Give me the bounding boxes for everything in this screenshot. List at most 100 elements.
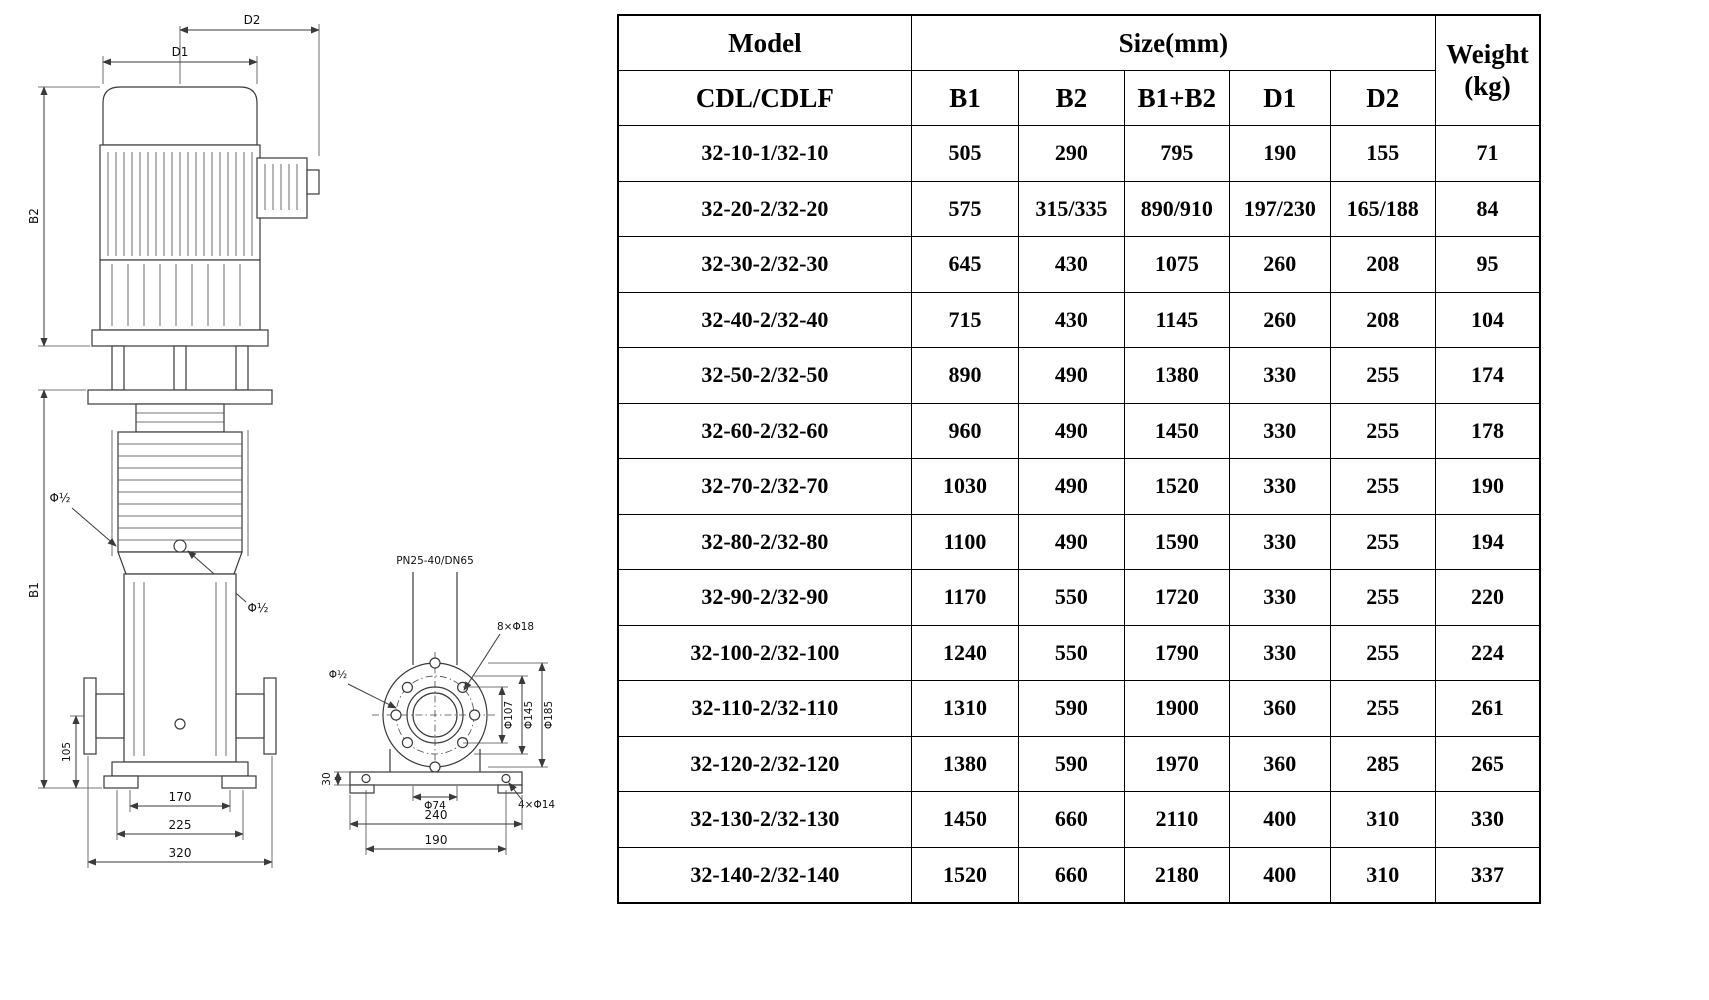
value-cell: 1970 xyxy=(1123,735,1231,792)
base-holes-label: 4×Φ14 xyxy=(518,799,555,811)
value-cell: 197/230 xyxy=(1229,180,1331,237)
flange-face xyxy=(372,652,498,780)
discharge-flange xyxy=(263,677,277,755)
base-dimensions: 30 Φ74 4×Φ14 240 190 xyxy=(321,771,555,855)
value-cell: 260 xyxy=(1229,291,1331,348)
value-cell: 890/910 xyxy=(1123,180,1231,237)
value-cell: 190 xyxy=(1434,458,1541,515)
value-cell: 2110 xyxy=(1123,791,1231,848)
dim-b1-label: B1 xyxy=(27,582,41,598)
header-col-b1b2: B1+B2 xyxy=(1123,70,1231,126)
dim-170-label: 170 xyxy=(169,790,192,804)
header-col-b1: B1 xyxy=(910,70,1020,126)
value-cell: 261 xyxy=(1434,680,1541,737)
value-cell: 255 xyxy=(1329,513,1436,570)
value-cell: 255 xyxy=(1329,624,1436,681)
value-cell: 590 xyxy=(1018,680,1125,737)
value-cell: 330 xyxy=(1229,347,1331,404)
drain-port xyxy=(174,718,186,730)
value-cell: 400 xyxy=(1229,791,1331,848)
value-cell: 315/335 xyxy=(1018,180,1125,237)
value-cell: 490 xyxy=(1018,347,1125,404)
value-cell: 1145 xyxy=(1123,291,1231,348)
value-cell: 490 xyxy=(1018,402,1125,459)
dia-bore-label: Φ74 xyxy=(424,800,446,812)
value-cell: 430 xyxy=(1018,291,1125,348)
motor xyxy=(91,86,320,347)
value-cell: 1900 xyxy=(1123,680,1231,737)
value-cell: 1380 xyxy=(910,735,1020,792)
value-cell: 490 xyxy=(1018,458,1125,515)
header-model-sub: CDL/CDLF xyxy=(617,70,912,126)
value-cell: 1030 xyxy=(910,458,1020,515)
value-cell: 2180 xyxy=(1123,846,1231,904)
value-cell: 1450 xyxy=(910,791,1020,848)
dim-d1-label: D1 xyxy=(172,45,189,59)
value-cell: 330 xyxy=(1434,791,1541,848)
value-cell: 208 xyxy=(1329,291,1436,348)
technical-drawing-panel: Φ½ Φ½ xyxy=(0,0,615,1000)
model-cell: 32-80-2/32-80 xyxy=(617,513,912,570)
value-cell: 330 xyxy=(1229,458,1331,515)
header-weight-line1: Weight xyxy=(1446,39,1529,70)
value-cell: 310 xyxy=(1329,791,1436,848)
header-row-1: Model Size(mm) Weight (kg) xyxy=(617,14,1541,126)
model-cell: 32-120-2/32-120 xyxy=(617,735,912,792)
bolt-hole xyxy=(469,709,481,721)
pump-technical-drawing: Φ½ Φ½ xyxy=(27,13,555,868)
model-cell: 32-130-2/32-130 xyxy=(617,791,912,848)
header-col-b2: B2 xyxy=(1018,70,1125,126)
coupling-lantern xyxy=(87,345,273,433)
vent-port xyxy=(173,539,187,553)
value-cell: 360 xyxy=(1229,735,1331,792)
header-col-d1: D1 xyxy=(1229,70,1331,126)
top-dimensions: D1 D2 xyxy=(102,13,320,156)
value-cell: 430 xyxy=(1018,236,1125,293)
value-cell: 255 xyxy=(1329,680,1436,737)
bolt-hole xyxy=(401,736,413,749)
value-cell: 260 xyxy=(1229,236,1331,293)
value-cell: 550 xyxy=(1018,624,1125,681)
value-cell: 190 xyxy=(1229,125,1331,182)
value-cell: 890 xyxy=(910,347,1020,404)
value-cell: 285 xyxy=(1329,735,1436,792)
model-cell: 32-10-1/32-10 xyxy=(617,125,912,182)
value-cell: 715 xyxy=(910,291,1020,348)
pump-casing xyxy=(83,573,277,789)
flange-callouts: 8×Φ18 Φ½ xyxy=(329,621,534,709)
value-cell: 337 xyxy=(1434,846,1541,904)
header-row-2: CDL/CDLF B1 B2 B1+B2 D1 D2 xyxy=(617,70,1540,126)
value-cell: 1520 xyxy=(1123,458,1231,515)
value-cell: 330 xyxy=(1229,402,1331,459)
bolt-hole xyxy=(390,709,402,721)
dimension-table: Model Size(mm) Weight (kg) CDL/CDLF B1 B… xyxy=(617,14,1541,904)
value-cell: 1170 xyxy=(910,569,1020,626)
plug-upper-label: Φ½ xyxy=(49,491,70,505)
bolt-hole xyxy=(429,761,441,773)
value-cell: 400 xyxy=(1229,846,1331,904)
value-cell: 1520 xyxy=(910,846,1020,904)
bottom-dimensions: 170 225 320 xyxy=(87,756,273,868)
value-cell: 84 xyxy=(1434,180,1541,237)
dim-30-label: 30 xyxy=(321,772,333,785)
value-cell: 330 xyxy=(1229,513,1331,570)
value-cell: 1310 xyxy=(910,680,1020,737)
value-cell: 1720 xyxy=(1123,569,1231,626)
dim-240-label: 240 xyxy=(425,808,448,822)
table-header: Model Size(mm) Weight (kg) CDL/CDLF B1 B… xyxy=(617,14,1541,126)
value-cell: 645 xyxy=(910,236,1020,293)
value-cell: 575 xyxy=(910,180,1020,237)
flange-spec-label: PN25-40/DN65 xyxy=(396,555,474,567)
value-cell: 310 xyxy=(1329,846,1436,904)
value-cell: 360 xyxy=(1229,680,1331,737)
dim-225-label: 225 xyxy=(169,818,192,832)
